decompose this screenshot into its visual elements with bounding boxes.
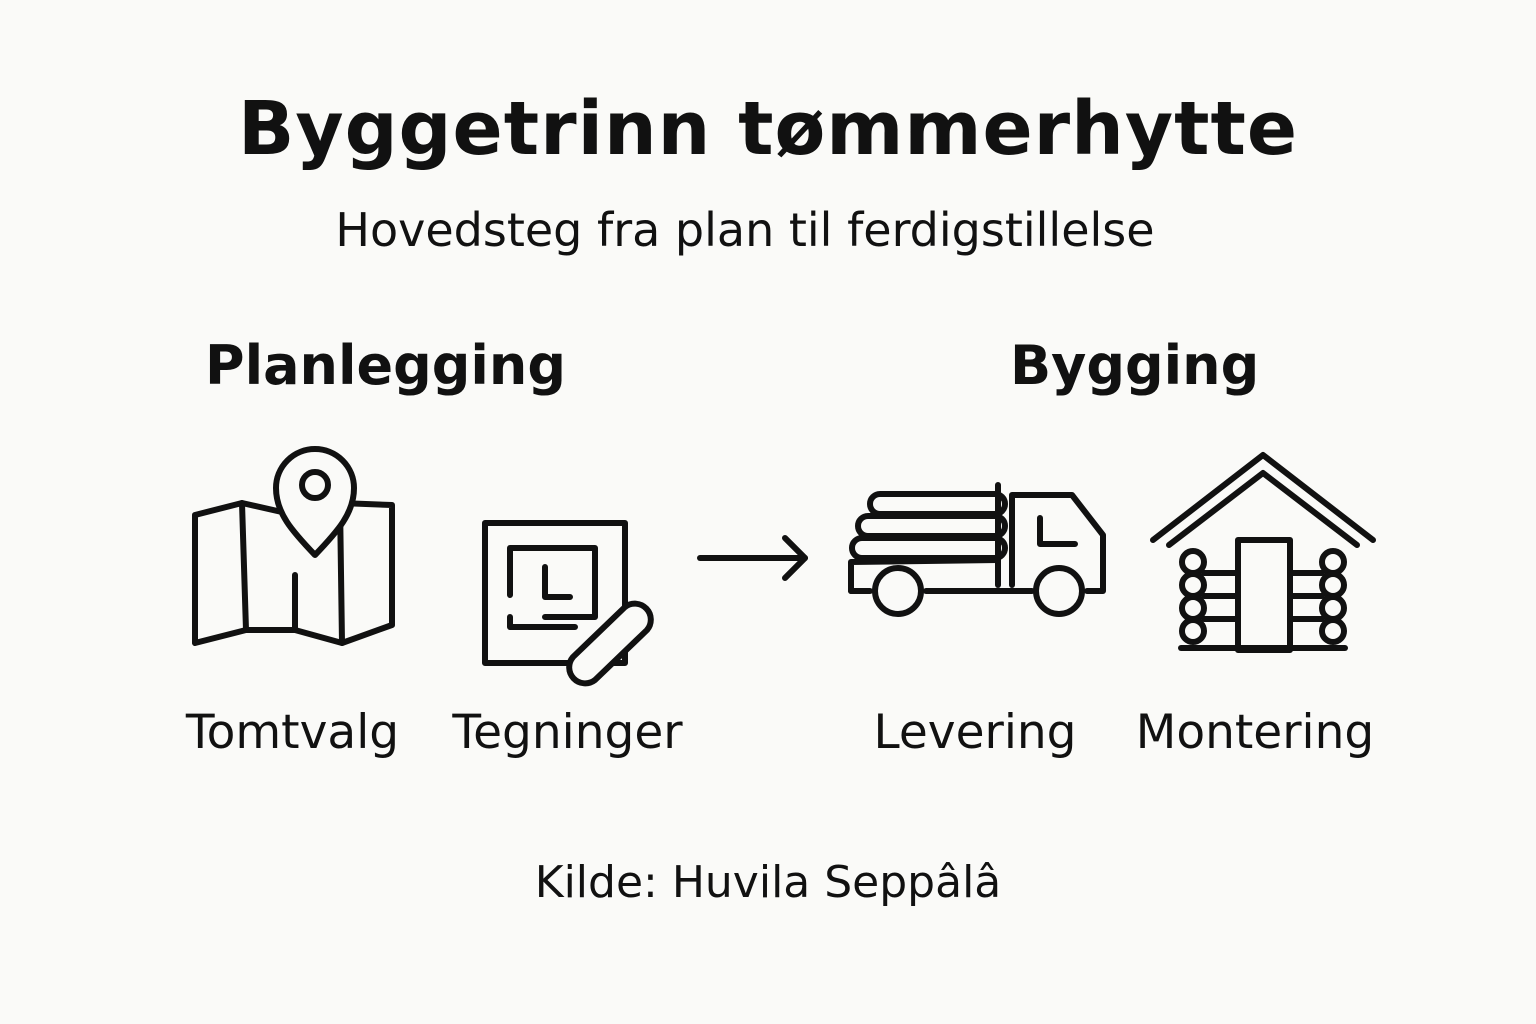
diagram-subtitle: Hovedsteg fra plan til ferdigstillelse — [335, 203, 1155, 257]
right-wall-logs — [1287, 548, 1347, 645]
group-heading-planning: Planlegging — [205, 334, 567, 397]
source-credit: Kilde: Huvila Seppâlâ — [534, 857, 1002, 908]
arrow-right-icon — [697, 535, 808, 581]
step-label-drawings: Tegninger — [452, 705, 683, 760]
blueprint-pencil-icon — [482, 520, 654, 687]
step-label-assembly: Montering — [1135, 705, 1375, 760]
log-truck-icon — [848, 482, 1106, 617]
group-heading-building: Bygging — [1010, 334, 1260, 397]
log-cabin-icon — [1150, 452, 1376, 653]
diagram-title: Byggetrinn tømmerhytte — [237, 86, 1299, 172]
step-label-delivery: Levering — [873, 705, 1077, 760]
map-pin-icon — [192, 446, 395, 646]
left-wall-logs — [1179, 548, 1241, 645]
step-label-site-selection: Tomtvalg — [185, 705, 400, 760]
